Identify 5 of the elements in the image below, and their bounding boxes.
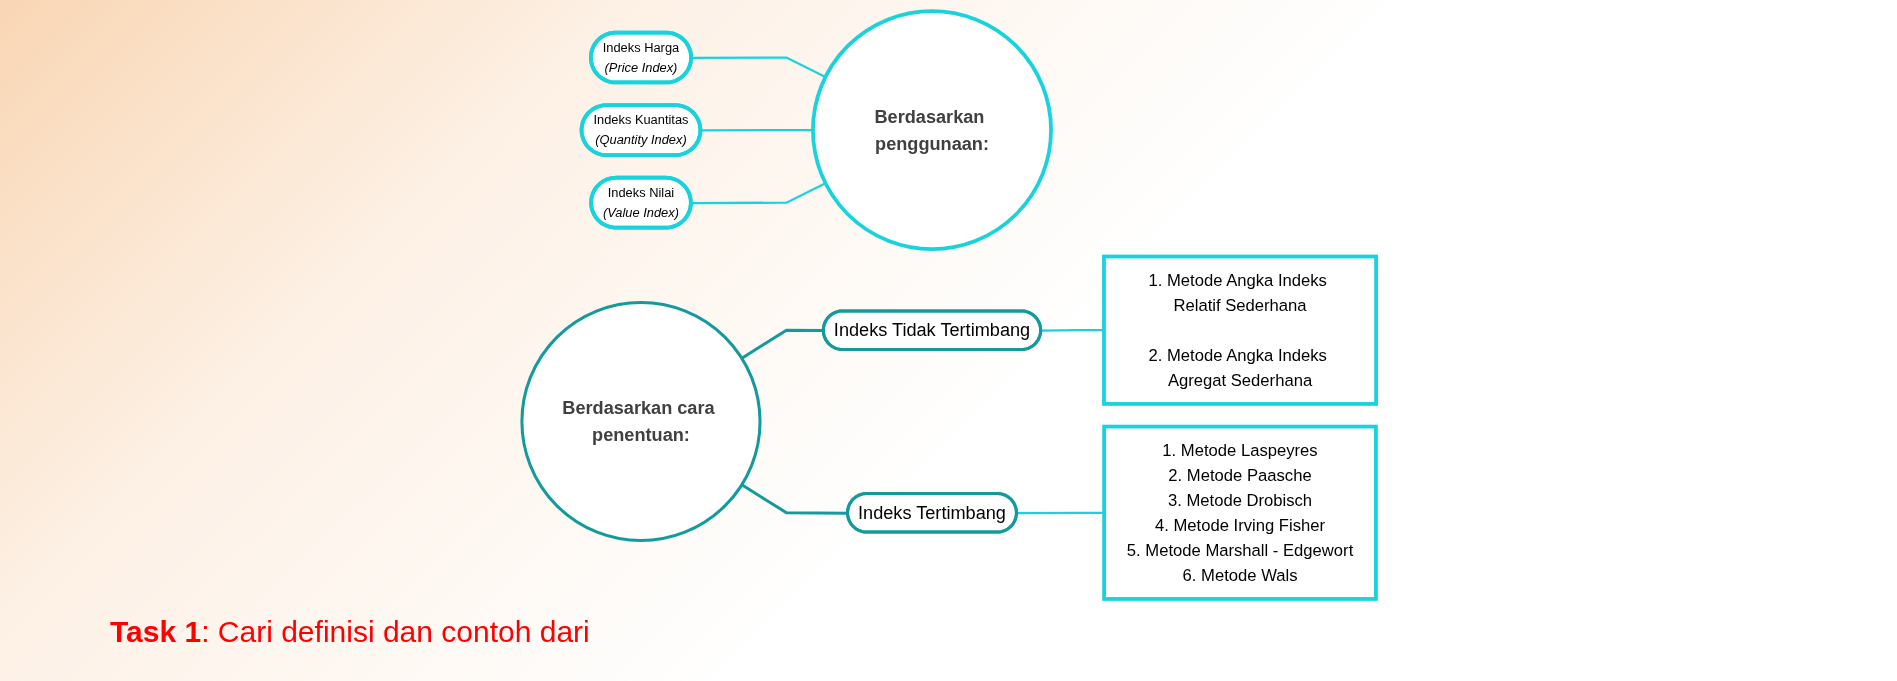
node-box: 1. Metode Laspeyres 2. Metode Paasche 3. Metode Drobisch 4. Metode Irving Fisher 5. Metode Marshall - Edgewort 6. Metode Wals [1101, 424, 1378, 601]
node-circle: Berdasarkan penggunaan: [810, 9, 1053, 252]
task-note: Task 1: Cari definisi dan contoh dari [110, 615, 590, 649]
node-box: 1. Metode Angka Indeks Relatif Sederhana 2. Metode Angka Indeks Agregat Sederhana [1101, 254, 1378, 406]
node-circle: Berdasarkan cara penentuan: [519, 300, 762, 543]
